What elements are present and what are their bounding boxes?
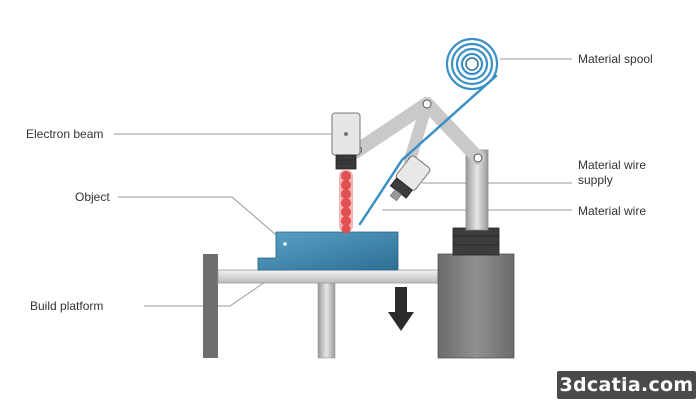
down-arrow-icon xyxy=(388,287,414,331)
object-marker xyxy=(283,242,287,246)
electron-beam-gun xyxy=(331,112,361,170)
label-build-platform: Build platform xyxy=(30,299,104,313)
watermark-badge: 3dcatia.com xyxy=(557,371,696,399)
left-support-post xyxy=(203,254,218,358)
build-platform xyxy=(217,269,441,284)
machine-collar xyxy=(452,227,500,256)
label-material-wire-supply: Material wire supply xyxy=(578,158,647,187)
articulated-arm xyxy=(348,97,485,166)
label-object: Object xyxy=(75,190,110,204)
electron-beam xyxy=(339,170,353,234)
center-pillar xyxy=(317,281,336,359)
material-wire-line xyxy=(358,74,498,226)
wire-supply-nozzle xyxy=(389,155,431,202)
leader-build-platform xyxy=(144,279,269,307)
label-material-spool: Material spool xyxy=(578,52,653,66)
arm-joint-top xyxy=(422,99,432,109)
object-block xyxy=(257,231,399,271)
label-electron-beam: Electron beam xyxy=(26,127,104,141)
material-spool xyxy=(445,37,499,91)
leader-object xyxy=(118,196,283,241)
label-material-wire: Material wire xyxy=(578,204,647,218)
arm-joint-right xyxy=(473,153,483,163)
wire-feed-machine-body xyxy=(437,253,515,359)
